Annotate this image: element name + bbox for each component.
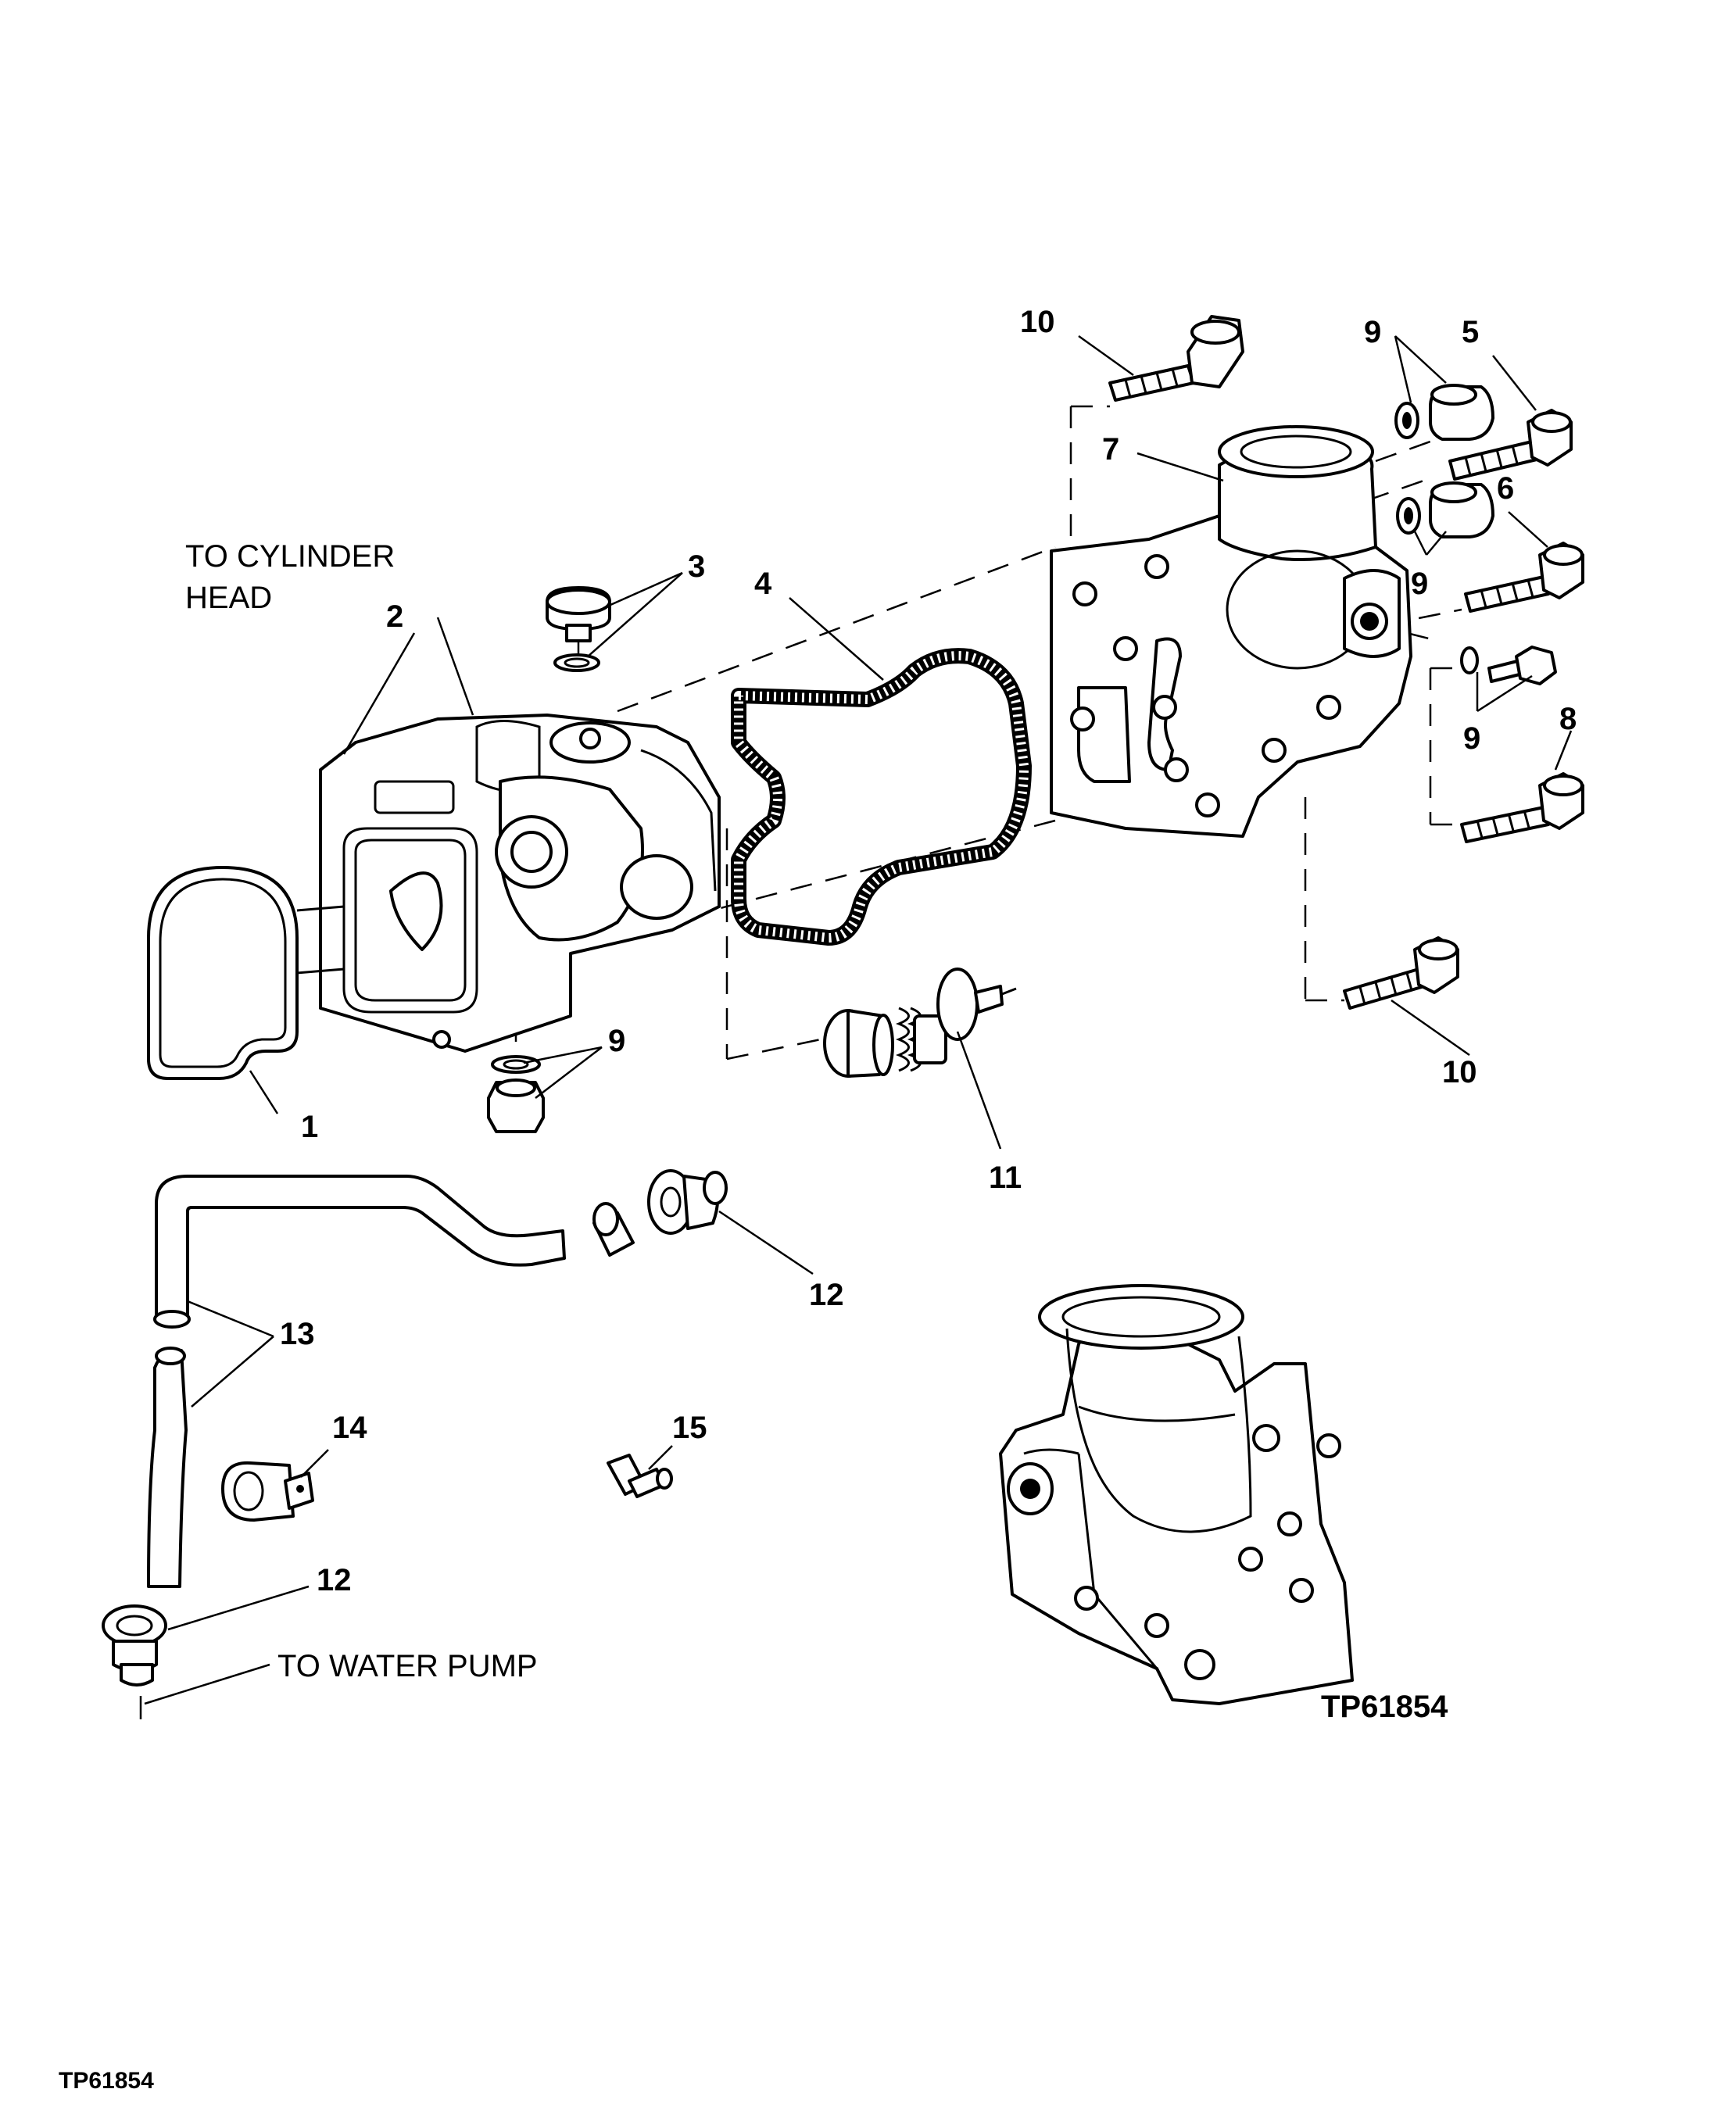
part-number-12-mid: 12 — [809, 1278, 844, 1312]
plug-part-3 — [546, 586, 611, 672]
part-number-15: 15 — [672, 1411, 707, 1445]
gasket-part-4 — [731, 648, 1032, 946]
bolt-part-10-top — [1108, 315, 1244, 402]
part-number-6: 6 — [1497, 471, 1514, 506]
to-water-pump-label: TO WATER PUMP — [277, 1649, 538, 1683]
bolt-part-6 — [1464, 542, 1584, 613]
callout-labels: TO CYLINDER HEAD TO WATER PUMP — [185, 539, 538, 1683]
part-number-9-mid-right: 9 — [1411, 567, 1428, 601]
part-number-5: 5 — [1462, 315, 1479, 349]
bolt-part-8 — [1460, 772, 1584, 843]
part-number-labels: 1 2 3 4 5 6 7 8 9 9 9 9 10 10 11 12 12 1… — [280, 305, 1577, 1597]
part-number-2: 2 — [386, 599, 403, 634]
part-number-13: 13 — [280, 1317, 315, 1351]
hose-part-13 — [147, 1175, 635, 1588]
part-number-9-lower-left: 9 — [608, 1024, 625, 1058]
washer-nut-part-9-lower-left — [487, 1055, 545, 1133]
part-number-9-top-right: 9 — [1364, 315, 1381, 349]
part-number-1: 1 — [301, 1110, 318, 1144]
part-number-4: 4 — [754, 567, 772, 601]
part-number-10-right: 10 — [1442, 1055, 1477, 1089]
bolt-part-10-right — [1343, 936, 1459, 1010]
washer-plug-part-9-mid-right — [1396, 481, 1494, 538]
part-number-10-top: 10 — [1020, 305, 1055, 339]
thermostat-housing-part-2 — [296, 714, 721, 1053]
fitting-part-15 — [607, 1454, 673, 1498]
bolt-part-5 — [1448, 409, 1573, 481]
part-number-3: 3 — [688, 549, 705, 584]
to-cylinder-head-label-line1: TO CYLINDER — [185, 539, 395, 574]
connector-part-12-bottom — [102, 1604, 167, 1687]
part-number-12-bottom: 12 — [317, 1563, 352, 1597]
connector-part-12-mid — [647, 1169, 728, 1235]
part-number-9-right: 9 — [1463, 721, 1480, 756]
figure-reference: TP61854 — [1321, 1690, 1448, 1724]
clamp-part-14 — [221, 1461, 314, 1522]
oring-bolt-part-9-right — [1460, 646, 1557, 685]
part-number-7: 7 — [1102, 432, 1119, 467]
to-cylinder-head-label-line2: HEAD — [185, 581, 272, 615]
seal-ring-part-1 — [147, 866, 299, 1080]
thermostat-part-11 — [823, 968, 1017, 1078]
thermostat-cover-part-7 — [1050, 425, 1412, 838]
footer-reference: TP61854 — [59, 2068, 154, 2094]
washer-plug-part-9-top-right — [1394, 384, 1494, 441]
part-number-14: 14 — [332, 1411, 367, 1445]
leader-lines — [139, 334, 1573, 1719]
housing-alternate-view — [999, 1284, 1354, 1705]
part-number-8: 8 — [1559, 702, 1577, 736]
part-number-11: 11 — [989, 1161, 1022, 1195]
